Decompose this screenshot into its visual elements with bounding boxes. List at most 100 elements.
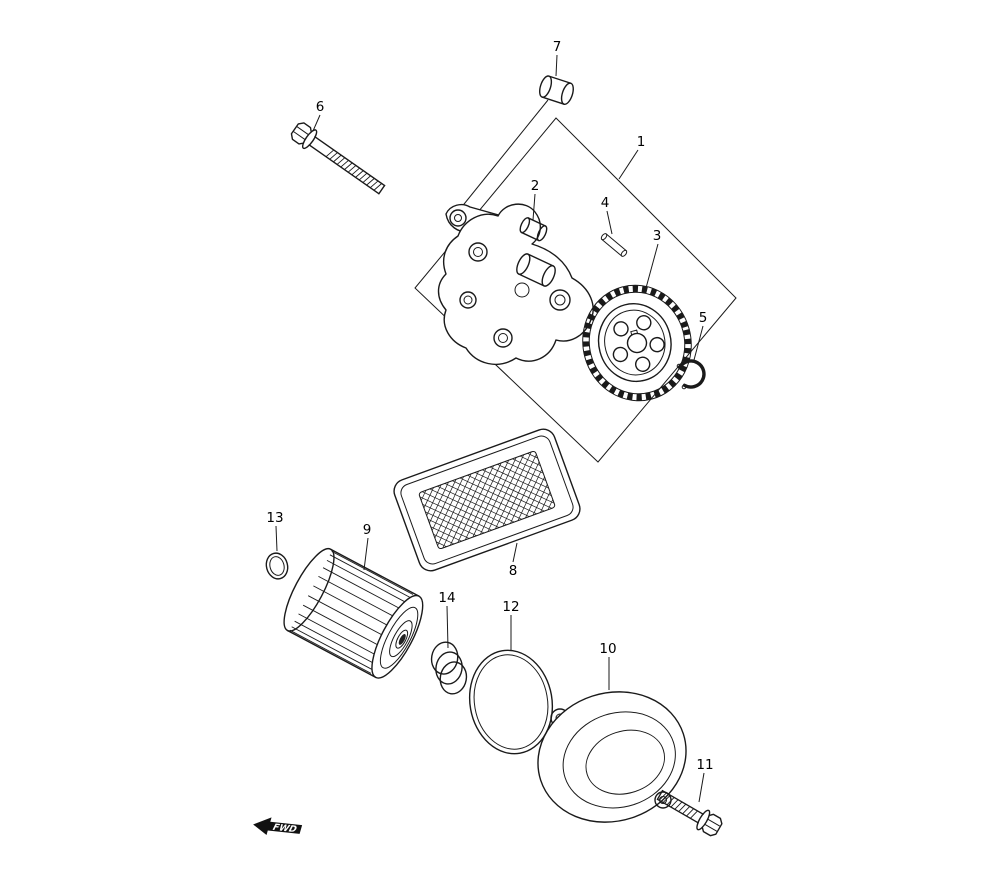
bracket-boss [449, 209, 467, 227]
generated-line [430, 526, 462, 542]
shaft-edge [527, 217, 547, 227]
spring-coil [435, 651, 463, 685]
part-6-label: 6 [316, 99, 325, 115]
part-5-leader [693, 325, 704, 361]
part-9-leader [363, 537, 369, 571]
generated-line [434, 476, 464, 539]
generated-line [502, 454, 537, 527]
pump-bolt-hole [498, 333, 508, 343]
cylinder-edge [527, 253, 555, 267]
shaft-edge [520, 231, 540, 242]
generated-line [329, 152, 338, 160]
generated-line [422, 503, 485, 534]
bolt-tip [378, 184, 386, 195]
strainer-inner-frame [400, 435, 574, 565]
bracket-hole [454, 214, 462, 222]
generated-line [464, 462, 502, 540]
part-12-group: 12 [468, 599, 554, 755]
part-11-leader [698, 772, 705, 803]
part-8-leader [512, 542, 518, 563]
generated-line [489, 466, 552, 497]
o-ring-outer [468, 649, 554, 755]
snap-ring-lug [676, 363, 682, 369]
part-12-o-ring [468, 649, 554, 755]
generated-line [318, 575, 400, 620]
strainer-mesh-frame [418, 450, 556, 550]
generated-line [547, 499, 554, 510]
part-9-filter [283, 547, 424, 679]
generated-line [340, 159, 349, 168]
bolt-shaft-edge [656, 798, 699, 824]
part-14-spring [430, 641, 468, 695]
o-ring-outer [265, 552, 289, 580]
generated-line [678, 803, 687, 812]
part-10-group: 10 [537, 641, 687, 823]
filter-face-rim [371, 594, 424, 679]
spring-coil [430, 641, 459, 675]
generated-line [670, 799, 679, 808]
part-2-label: 2 [531, 178, 540, 194]
part-14-label: 14 [438, 590, 455, 606]
generated-line [527, 453, 538, 459]
generated-line [512, 458, 544, 474]
part-6-leader [312, 114, 321, 132]
generated-line [294, 620, 377, 665]
part-7-label: 7 [553, 39, 562, 55]
part-4-label: 4 [601, 195, 610, 211]
part-14-group: 14 [430, 590, 468, 695]
part-7-assembly-line [451, 99, 549, 220]
generated-line [662, 794, 671, 803]
pump-main-plate [437, 203, 594, 366]
filter-bottom-edge [286, 629, 377, 679]
generated-line [480, 457, 517, 535]
generated-line [313, 585, 395, 630]
generated-line [333, 154, 342, 163]
generated-line [429, 481, 449, 524]
generated-line [307, 595, 390, 640]
generated-line [369, 180, 379, 189]
part-5-group: 5 [676, 310, 707, 390]
generated-line [517, 469, 543, 521]
pump-bolt-boss [493, 328, 513, 348]
filter-center-hole [398, 633, 406, 645]
generated-line [427, 519, 470, 539]
part-12-label: 12 [502, 599, 519, 615]
part-8-strainer [393, 428, 581, 572]
part-11-group: 11 [656, 757, 723, 837]
generated-line [510, 461, 540, 524]
generated-line [291, 626, 374, 671]
filter-face-hub [389, 620, 413, 658]
collar-right-end [560, 82, 574, 105]
generated-line [325, 149, 335, 158]
fwd-marker: FWD [253, 817, 303, 835]
cover-dome-top [585, 729, 665, 795]
generated-line [425, 511, 477, 537]
generated-line [449, 468, 487, 546]
part-7-group: 7 [451, 39, 574, 220]
pin-edge [601, 238, 623, 257]
generated-line [433, 534, 455, 545]
cover-rim [537, 691, 687, 823]
bolt-head-facet [703, 823, 717, 832]
generated-line [347, 165, 357, 173]
part-11-label: 11 [696, 757, 713, 773]
part-3-label: 3 [653, 228, 662, 244]
bolt-head-facet [706, 817, 720, 827]
generated-line [366, 178, 375, 186]
generated-line [497, 463, 549, 489]
generated-line [674, 801, 683, 810]
generated-line [322, 567, 405, 612]
bolt-threads [325, 149, 383, 191]
generated-line [362, 175, 371, 183]
pump-bolt-hole [463, 295, 473, 305]
part-6-bolt [290, 122, 386, 195]
part-13-o-ring [265, 552, 289, 580]
part-4-pin [600, 233, 628, 257]
pump-bolt-boss [468, 242, 488, 262]
generated-line [302, 604, 385, 649]
generated-line [658, 792, 667, 801]
fwd-label: FWD [272, 823, 299, 835]
part-10-label: 10 [599, 641, 616, 657]
gear-lightening-hole [612, 346, 629, 363]
